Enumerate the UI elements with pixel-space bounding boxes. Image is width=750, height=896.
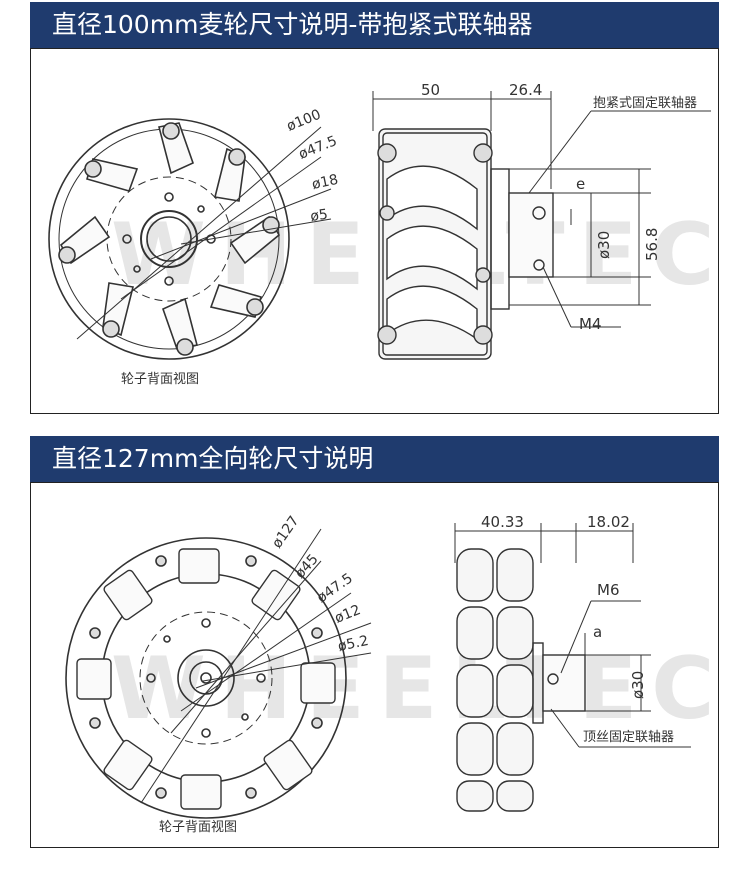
dim-d5: ø5 bbox=[309, 207, 329, 225]
omni-side-view bbox=[454, 523, 691, 812]
dim-d47-5: ø47.5 bbox=[297, 133, 340, 163]
dim-width-26-4: 26.4 bbox=[509, 81, 542, 99]
dim-d45: ø45 bbox=[292, 551, 322, 581]
screw-m6-label: M6 bbox=[597, 581, 620, 599]
dim-d30-b: ø30 bbox=[629, 671, 647, 699]
section1-diagram-panel: WHEELTEC bbox=[30, 48, 719, 414]
mecanum-side-view bbox=[372, 91, 711, 360]
section2-title: 直径127mm全向轮尺寸说明 bbox=[52, 444, 374, 473]
dim-d18: ø18 bbox=[311, 172, 340, 193]
dim-e: e bbox=[576, 175, 585, 193]
dim-d12: ø12 bbox=[333, 602, 363, 627]
dim-18-02: 18.02 bbox=[587, 513, 630, 531]
dim-width-50: 50 bbox=[421, 81, 440, 99]
dim-40-33: 40.33 bbox=[481, 513, 524, 531]
omni-wheel-drawing: WHEELTEC bbox=[65, 513, 720, 835]
setscrew-coupling-label: 顶丝固定联轴器 bbox=[583, 730, 674, 745]
omni-front-view bbox=[65, 528, 372, 819]
front-view-caption-2: 轮子背面视图 bbox=[159, 820, 237, 835]
section1-header: 直径100mm麦轮尺寸说明-带抱紧式联轴器 bbox=[30, 2, 719, 48]
section2-diagram-panel: WHEELTEC bbox=[30, 482, 719, 848]
section2-header: 直径127mm全向轮尺寸说明 bbox=[30, 436, 719, 482]
dim-d30: ø30 bbox=[595, 231, 613, 259]
dim-d5-2: ø5.2 bbox=[337, 633, 370, 655]
section1-title: 直径100mm麦轮尺寸说明-带抱紧式联轴器 bbox=[52, 10, 533, 39]
mecanum-wheel-drawing: WHEELTEC bbox=[48, 81, 714, 387]
side-dimension-labels: 50 26.4 e ø30 56.8 M4 bbox=[421, 81, 661, 333]
side-dimension-labels-2: 40.33 18.02 M6 a ø30 bbox=[481, 513, 647, 699]
screw-m4-label: M4 bbox=[579, 315, 602, 333]
dim-56-8: 56.8 bbox=[643, 228, 661, 261]
dim-a: a bbox=[593, 623, 602, 641]
clamp-coupling-label: 抱紧式固定联轴器 bbox=[593, 95, 697, 111]
mecanum-front-view bbox=[48, 118, 332, 360]
dim-d127: ø127 bbox=[269, 513, 302, 551]
front-view-caption: 轮子背面视图 bbox=[121, 372, 199, 387]
dim-d47-5-b: ø47.5 bbox=[314, 570, 356, 606]
watermark: WHEELTEC bbox=[111, 639, 720, 739]
